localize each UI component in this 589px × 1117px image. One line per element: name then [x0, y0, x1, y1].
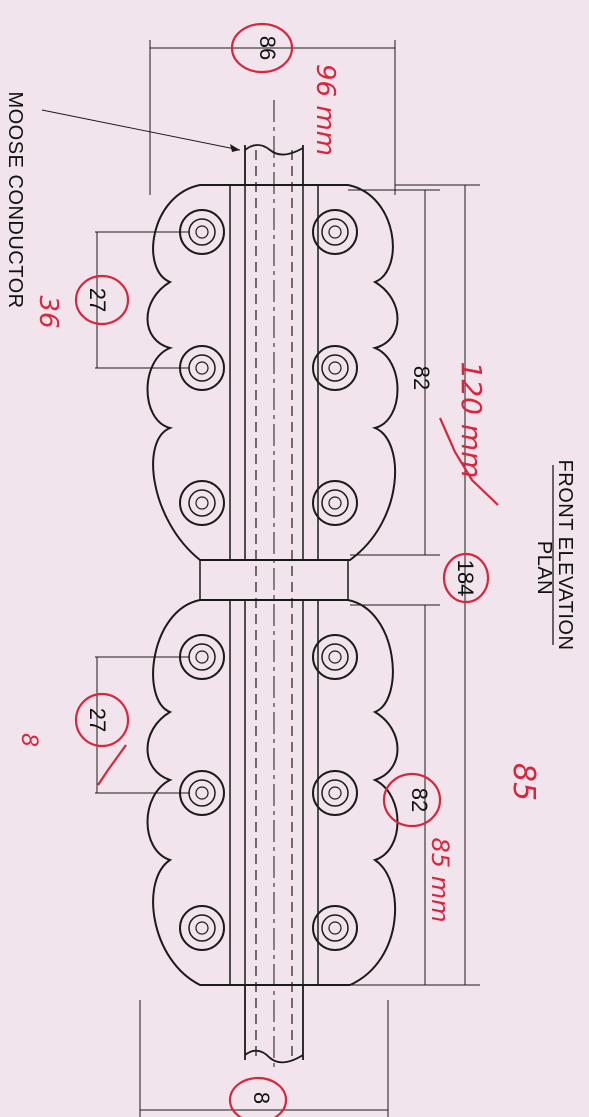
annotations [74, 22, 499, 1117]
svg-text:27: 27 [85, 708, 110, 732]
label-plan: PLAN [533, 541, 555, 595]
svg-text:MOOSE CONDUCTOR: MOOSE CONDUCTOR [4, 91, 26, 308]
connector-top-half [146, 184, 399, 561]
circle-top-width [230, 22, 294, 74]
label-conductor: MOOSE CONDUCTOR [4, 91, 26, 308]
circle-bottom-width [228, 1076, 288, 1117]
dim-top-width: 86 [255, 36, 280, 60]
bolt-group [179, 209, 358, 951]
svg-text:27: 27 [85, 288, 110, 312]
bolt [312, 209, 358, 255]
bolt [312, 905, 358, 951]
label-front-elevation: FRONT ELEVATION [552, 460, 576, 651]
conductor-end-bottom [244, 985, 304, 1064]
note-bottom-length: 85 mm [426, 838, 454, 923]
svg-text:82: 82 [407, 788, 432, 812]
bolt [179, 480, 225, 526]
svg-text:86: 86 [255, 36, 280, 60]
note-pitch: 36 [33, 295, 63, 328]
tick-mark-2 [97, 744, 127, 786]
dim-bottom-width: 8 [249, 1092, 274, 1104]
bolt [312, 480, 358, 526]
note-top-width: 96 mm [310, 64, 340, 156]
conductor-end-top [244, 144, 304, 185]
note-small-mark: 8 [16, 733, 41, 747]
circle-pitch-top [74, 274, 130, 326]
bolt [312, 770, 358, 816]
bolt [312, 634, 358, 680]
note-length: 120 mm [455, 362, 488, 479]
dimension-lines [41, 40, 480, 1117]
bolt [179, 905, 225, 951]
conductor [244, 100, 304, 1070]
svg-text:85: 85 [506, 763, 541, 801]
svg-text:8: 8 [249, 1092, 274, 1104]
dim-pitch-top: 27 [85, 288, 110, 312]
label-plan-wrap: PLAN [533, 541, 555, 595]
svg-text:82: 82 [409, 366, 434, 390]
dim-length-bottom: 82 [407, 788, 432, 812]
svg-text:36: 36 [33, 295, 63, 328]
svg-text:96 mm: 96 mm [310, 64, 340, 156]
bolt [312, 345, 358, 391]
note-overall: 85 [506, 763, 541, 801]
svg-text:85 mm: 85 mm [426, 838, 454, 923]
svg-text:120 mm: 120 mm [455, 362, 488, 479]
svg-text:8: 8 [16, 733, 41, 747]
top-half-outline [146, 184, 399, 561]
dim-length-top: 82 [409, 366, 434, 390]
circle-overall [442, 552, 490, 604]
tick-mark [438, 417, 499, 506]
svg-text:FRONT ELEVATION: FRONT ELEVATION [554, 460, 576, 651]
dim-overall-length: 184 [453, 560, 478, 597]
svg-text:184: 184 [453, 560, 478, 597]
circle-length-bottom [382, 772, 442, 828]
circle-pitch-bottom [74, 692, 130, 748]
dim-pitch-bottom: 27 [85, 708, 110, 732]
